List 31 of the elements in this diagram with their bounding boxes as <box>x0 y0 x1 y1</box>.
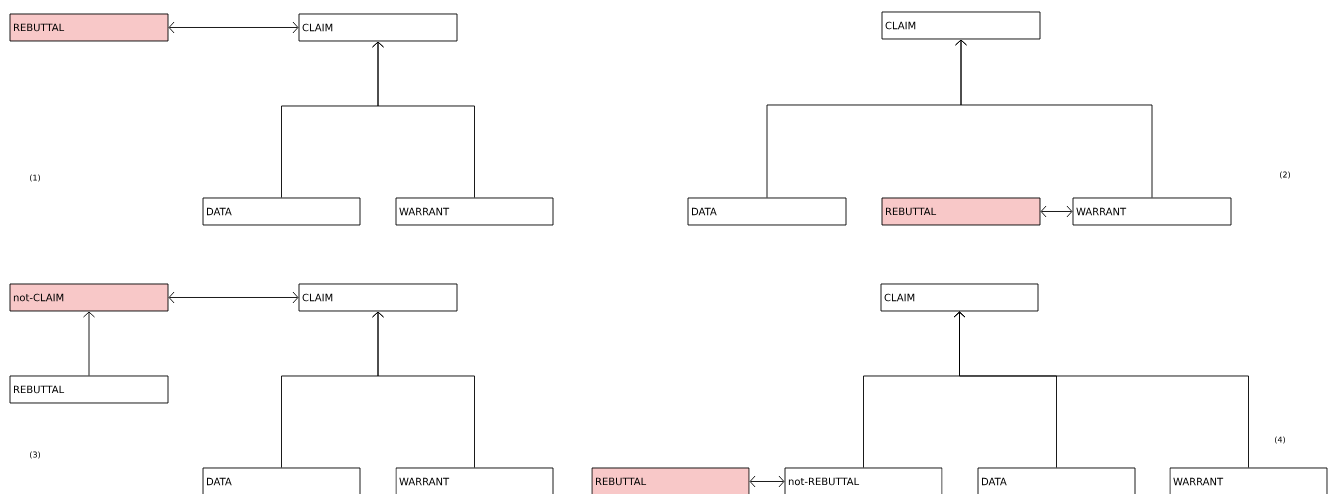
panel-number: (4) <box>1275 436 1285 444</box>
text-box: DATA <box>202 467 361 494</box>
arrow <box>372 311 475 468</box>
text-box: REBUTTAL <box>591 467 750 494</box>
text-box: REBUTTAL <box>881 197 1041 226</box>
text-box: WARRANT <box>395 467 554 494</box>
text-box: DATA <box>202 197 361 226</box>
arrow <box>372 41 475 198</box>
text-box: DATA <box>687 197 847 226</box>
panel-number: (1) <box>30 174 40 182</box>
panel-number: (3) <box>30 451 40 459</box>
text-box: not-CLAIM <box>9 283 169 312</box>
text-box: CLAIM <box>880 283 1039 312</box>
text-box: REBUTTAL <box>9 13 169 42</box>
panel-number: (2) <box>1280 171 1290 179</box>
text-box: WARRANT <box>1169 467 1328 494</box>
text-box: REBUTTAL <box>9 375 169 404</box>
arrow <box>1040 205 1073 218</box>
arrow <box>955 39 1153 198</box>
text-box: WARRANT <box>395 197 554 226</box>
arrow <box>83 311 95 376</box>
arrow <box>168 291 299 304</box>
arrow <box>168 21 299 34</box>
text-box: CLAIM <box>298 283 458 312</box>
text-box: CLAIM <box>881 11 1041 40</box>
arrow <box>953 311 1249 468</box>
text-box: not-REBUTTAL <box>784 467 943 494</box>
text-box: WARRANT <box>1072 197 1232 226</box>
arrow <box>749 475 785 488</box>
text-box: DATA <box>977 467 1136 494</box>
text-box: CLAIM <box>298 13 458 42</box>
